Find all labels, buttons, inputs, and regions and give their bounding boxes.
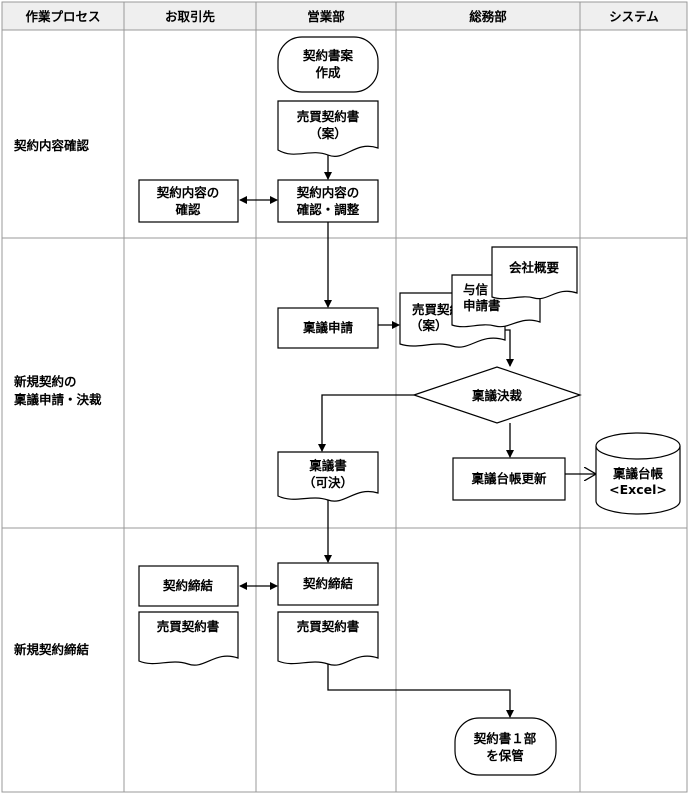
process-ledger-update[interactable]: 稟議台帳更新 (452, 457, 566, 501)
row-label-approval-1: 新規契約の (14, 374, 77, 389)
decision-approval[interactable]: 稟議決裁 (412, 366, 582, 424)
document-company-overview: 会社概要 (491, 246, 578, 300)
header-system: システム (609, 9, 659, 24)
svg-text:契約締結: 契約締結 (162, 578, 214, 593)
svg-text:確認・調整: 確認・調整 (297, 202, 360, 217)
header-background (2, 2, 687, 30)
svg-text:<Excel>: <Excel> (609, 482, 667, 497)
document-approval[interactable]: 稟議書 （可決） (277, 451, 379, 502)
svg-text:売買契約書: 売買契約書 (297, 109, 360, 124)
svg-text:契約書１部: 契約書１部 (473, 731, 537, 746)
svg-text:（案）: （案） (309, 126, 347, 141)
svg-text:申請書: 申請書 (463, 298, 501, 313)
header-sales: 営業部 (307, 9, 345, 24)
svg-text:確認: 確認 (175, 202, 201, 217)
process-client-contract-sign[interactable]: 契約締結 (138, 565, 239, 607)
row-label-contract-sign: 新規契約締結 (14, 642, 90, 657)
svg-text:稟議申請: 稟議申請 (303, 320, 354, 335)
svg-text:稟議決裁: 稟議決裁 (472, 388, 523, 403)
process-confirm-adjust[interactable]: 契約内容の 確認・調整 (277, 179, 379, 223)
svg-text:（可決）: （可決） (303, 475, 353, 490)
svg-text:与信: 与信 (463, 282, 489, 297)
process-client-confirm[interactable]: 契約内容の 確認 (138, 179, 239, 223)
row-label-approval-2: 稟議申請・決裁 (14, 392, 102, 407)
svg-text:売買契約書: 売買契約書 (297, 619, 360, 634)
process-approval-request[interactable]: 稟議申請 (277, 307, 379, 349)
terminator-store-contract[interactable]: 契約書１部 を保管 (454, 717, 557, 776)
process-contract-sign[interactable]: 契約締結 (277, 562, 379, 606)
svg-text:会社概要: 会社概要 (509, 260, 560, 275)
svg-text:契約書案: 契約書案 (302, 48, 354, 63)
svg-text:稟議台帳: 稟議台帳 (613, 466, 664, 481)
svg-text:作成: 作成 (315, 65, 341, 80)
svg-text:を保管: を保管 (486, 748, 524, 763)
header-general-affairs: 総務部 (469, 9, 507, 24)
svg-text:（案）: （案） (410, 318, 448, 333)
connectors (239, 154, 596, 718)
document-client-sales-contract[interactable]: 売買契約書 (138, 611, 239, 666)
document-sales-contract[interactable]: 売買契約書 (277, 611, 379, 666)
svg-text:稟議台帳更新: 稟議台帳更新 (471, 471, 547, 486)
svg-text:契約締結: 契約締結 (302, 576, 354, 591)
database-approval-ledger[interactable]: 稟議台帳 <Excel> (595, 432, 681, 515)
terminator-draft-create[interactable]: 契約書案 作成 (277, 36, 379, 93)
svg-text:契約内容の: 契約内容の (156, 185, 220, 200)
row-label-contract-confirm: 契約内容確認 (13, 138, 90, 153)
svg-text:契約内容の: 契約内容の (296, 185, 360, 200)
document-sales-contract-draft[interactable]: 売買契約書 （案） (277, 100, 379, 157)
header-process: 作業プロセス (25, 9, 100, 24)
header-client: お取引先 (165, 9, 216, 24)
document-stack[interactable]: 売買契約書 （案） 与信 申請書 会社概要 (399, 246, 578, 348)
svg-text:売買契約書: 売買契約書 (157, 619, 220, 634)
svg-text:稟議書: 稟議書 (309, 458, 347, 473)
